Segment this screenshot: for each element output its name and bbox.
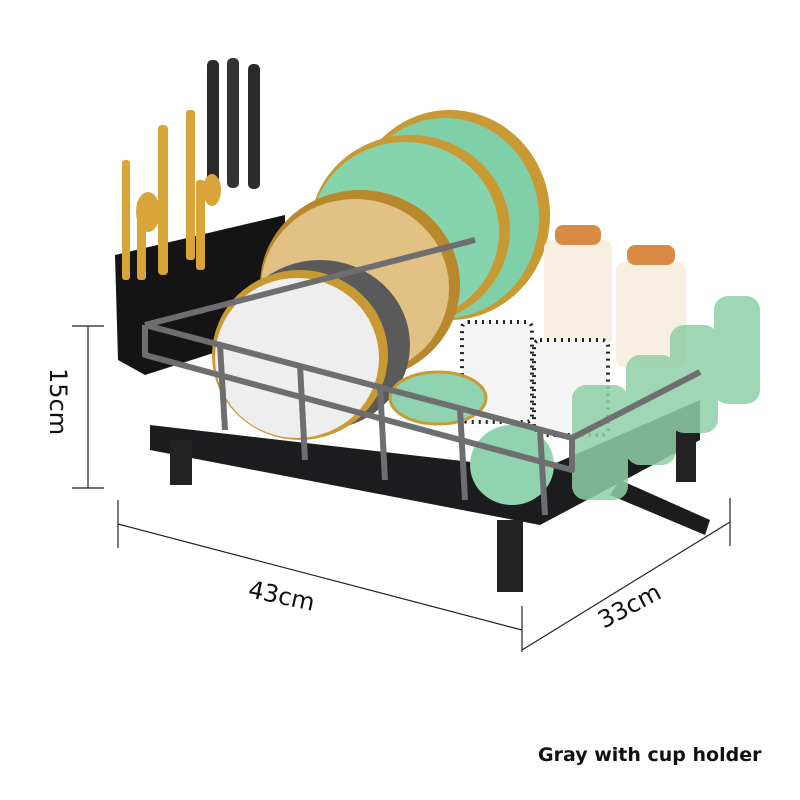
cups: [388, 320, 610, 505]
leg: [170, 440, 192, 485]
plates: [212, 110, 550, 440]
drip-tray: [150, 400, 700, 525]
canisters: [544, 225, 686, 367]
variant-caption: Gray with cup holder: [538, 744, 762, 766]
drain-spout: [610, 480, 710, 535]
leg: [497, 520, 523, 592]
wire-frame: [142, 237, 702, 516]
dimension-lines: [72, 325, 731, 652]
glasses: [572, 296, 760, 500]
gold-cutlery: [122, 110, 221, 280]
leg: [676, 430, 696, 482]
height-label: 15cm: [44, 368, 72, 436]
knives: [207, 58, 260, 190]
